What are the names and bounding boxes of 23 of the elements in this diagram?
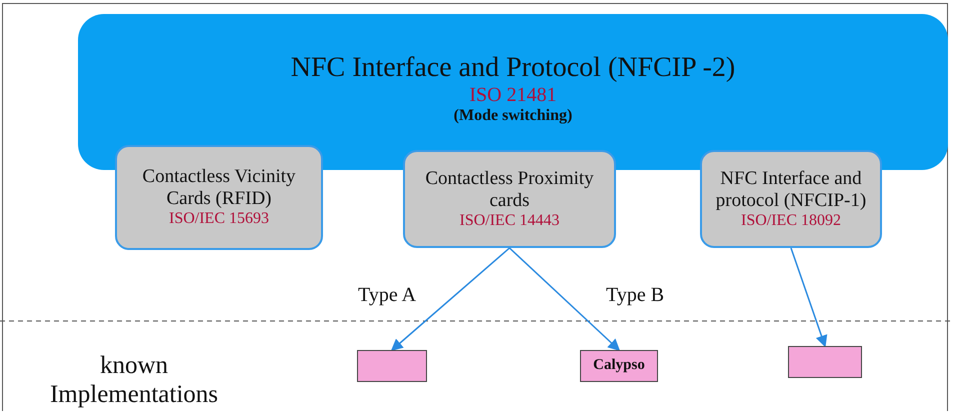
standard-box — [700, 150, 882, 248]
node-title: NFC Interface and Protocol (NFCIP -2) — [290, 52, 736, 84]
arrow — [790, 248, 828, 348]
implementation-box — [357, 350, 427, 382]
edge-label: Type B — [606, 284, 664, 307]
section-label: known Implementations — [48, 352, 220, 410]
arrow — [508, 247, 620, 352]
standard-box — [115, 145, 323, 250]
implementation-box — [580, 350, 658, 382]
node-subtitle: ISO/IEC 18092 — [741, 212, 841, 230]
node-subtitle: (Mode switching) — [454, 107, 572, 126]
node-title: NFC Interface and protocol (NFCIP-1) — [714, 168, 868, 212]
implementation-box — [788, 346, 862, 378]
node-title: Contactless Proximity cards — [424, 168, 595, 212]
node-subtitle: ISO 21481 — [469, 84, 557, 108]
standard-box — [403, 150, 616, 248]
node-subtitle: ISO/IEC 14443 — [460, 212, 560, 230]
node-title: Contactless Vicinity Cards (RFID) — [141, 166, 297, 210]
node-title: Calypso — [593, 357, 645, 375]
edge-label: Type A — [358, 284, 416, 307]
protocol-banner — [78, 14, 948, 170]
arrow — [390, 247, 510, 351]
node-subtitle: ISO/IEC 15693 — [169, 210, 269, 229]
